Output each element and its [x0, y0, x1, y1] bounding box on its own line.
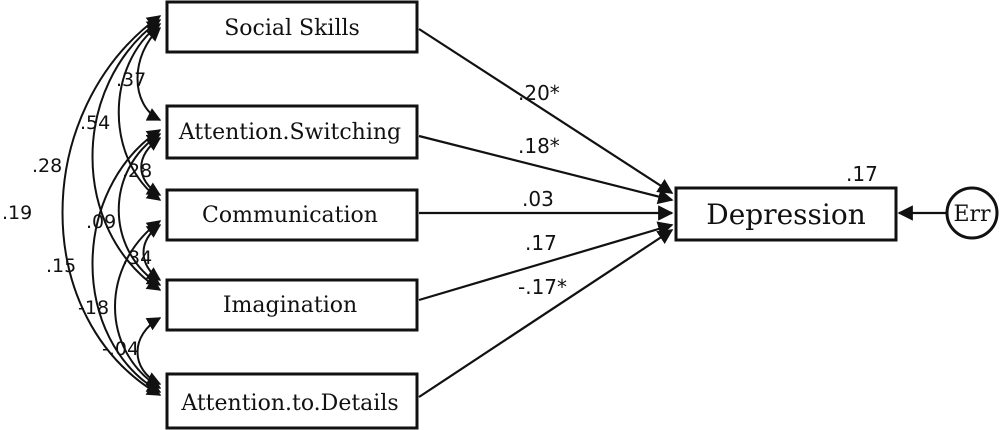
- corr-label-switching-imagination: .09: [86, 211, 116, 233]
- predictor-label-social: Social Skills: [224, 16, 360, 41]
- corr-label-social-switching: .37: [116, 69, 146, 91]
- corr-curve-social-details: [61, 15, 162, 396]
- predictor-box-details: Attention.to.Details: [165, 372, 419, 430]
- corr-label-switching-details: .15: [46, 255, 76, 277]
- corr-label-social-details: .19: [2, 202, 32, 224]
- predictor-box-social: Social Skills: [165, 0, 419, 54]
- corr-label-switching-communication: .28: [122, 160, 152, 182]
- coef-label-switching: .18*: [518, 134, 560, 158]
- corr-label-social-communication: .54: [80, 112, 110, 134]
- predictor-box-switching: Attention.Switching: [165, 104, 419, 160]
- predictor-label-switching: Attention.Switching: [178, 120, 401, 145]
- r-squared-label: .17: [846, 162, 878, 186]
- coef-label-social: .20*: [518, 81, 560, 105]
- path-arrow-social: [418, 28, 674, 194]
- corr-label-social-imagination: .28: [32, 155, 62, 177]
- coef-label-imagination: .17: [525, 231, 557, 255]
- corr-label-communication-imagination: .34: [122, 247, 152, 269]
- predictor-box-imagination: Imagination: [165, 278, 419, 332]
- outcome-label: Depression: [706, 198, 865, 231]
- correlation-labels: .37 .54 .28 .19 .28 .09 .15 .34 -18 -.04: [2, 69, 152, 360]
- correlation-curves: [61, 15, 162, 396]
- predictor-box-communication: Communication: [165, 188, 419, 242]
- predictor-label-details: Attention.to.Details: [180, 391, 398, 416]
- corr-curve-communication-details: [114, 220, 162, 389]
- corr-label-communication-details: -18: [78, 297, 109, 319]
- corr-curve-switching-imagination: [117, 133, 162, 286]
- corr-label-imagination-details: -.04: [102, 338, 139, 360]
- path-arrow-switching: [418, 134, 674, 205]
- corr-curve-social-communication: [117, 23, 162, 201]
- path-coefficient-labels: .20* .18* .03 .17 -.17*: [518, 81, 567, 299]
- corr-curve-switching-details: [91, 129, 162, 393]
- corr-curve-social-imagination: [91, 19, 162, 291]
- coef-label-details: -.17*: [518, 275, 567, 299]
- corr-curve-imagination-details: [136, 317, 162, 386]
- path-arrow-imagination: [418, 221, 674, 302]
- predictor-label-imagination: Imagination: [223, 293, 357, 318]
- coef-label-communication: .03: [522, 187, 554, 211]
- error-node: Err: [945, 186, 999, 240]
- predictor-label-communication: Communication: [202, 203, 378, 228]
- error-label: Err: [953, 202, 991, 227]
- path-arrow-details: [418, 229, 674, 398]
- regression-paths: [418, 28, 674, 398]
- outcome-box-depression: Depression: [674, 186, 898, 242]
